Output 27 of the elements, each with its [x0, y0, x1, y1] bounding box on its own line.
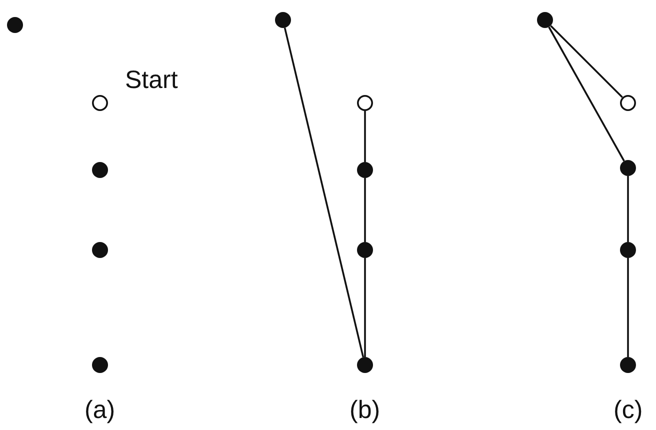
- filled-dot: [92, 357, 108, 373]
- connecting-line: [284, 28, 364, 358]
- open-circle: [620, 95, 636, 111]
- filled-dot: [357, 242, 373, 258]
- connecting-line: [627, 258, 629, 357]
- connecting-line: [364, 178, 366, 242]
- panel-label: (b): [350, 398, 380, 423]
- filled-dot: [357, 357, 373, 373]
- connecting-line: [364, 111, 366, 162]
- connecting-line: [364, 258, 366, 357]
- filled-dot: [620, 242, 636, 258]
- filled-dot: [620, 160, 636, 176]
- start-label: Start: [125, 68, 178, 93]
- filled-dot: [92, 162, 108, 178]
- filled-dot: [275, 12, 291, 28]
- filled-dot: [537, 12, 553, 28]
- panel-label: (a): [84, 398, 116, 423]
- connecting-line: [627, 176, 629, 242]
- open-circle: [92, 95, 108, 111]
- filled-dot: [92, 242, 108, 258]
- filled-dot: [620, 357, 636, 373]
- connecting-line: [550, 25, 623, 98]
- filled-dot: [357, 162, 373, 178]
- filled-dot: [7, 17, 23, 33]
- open-circle: [357, 95, 373, 111]
- panel-label: (c): [614, 398, 643, 423]
- connecting-line: [548, 26, 625, 162]
